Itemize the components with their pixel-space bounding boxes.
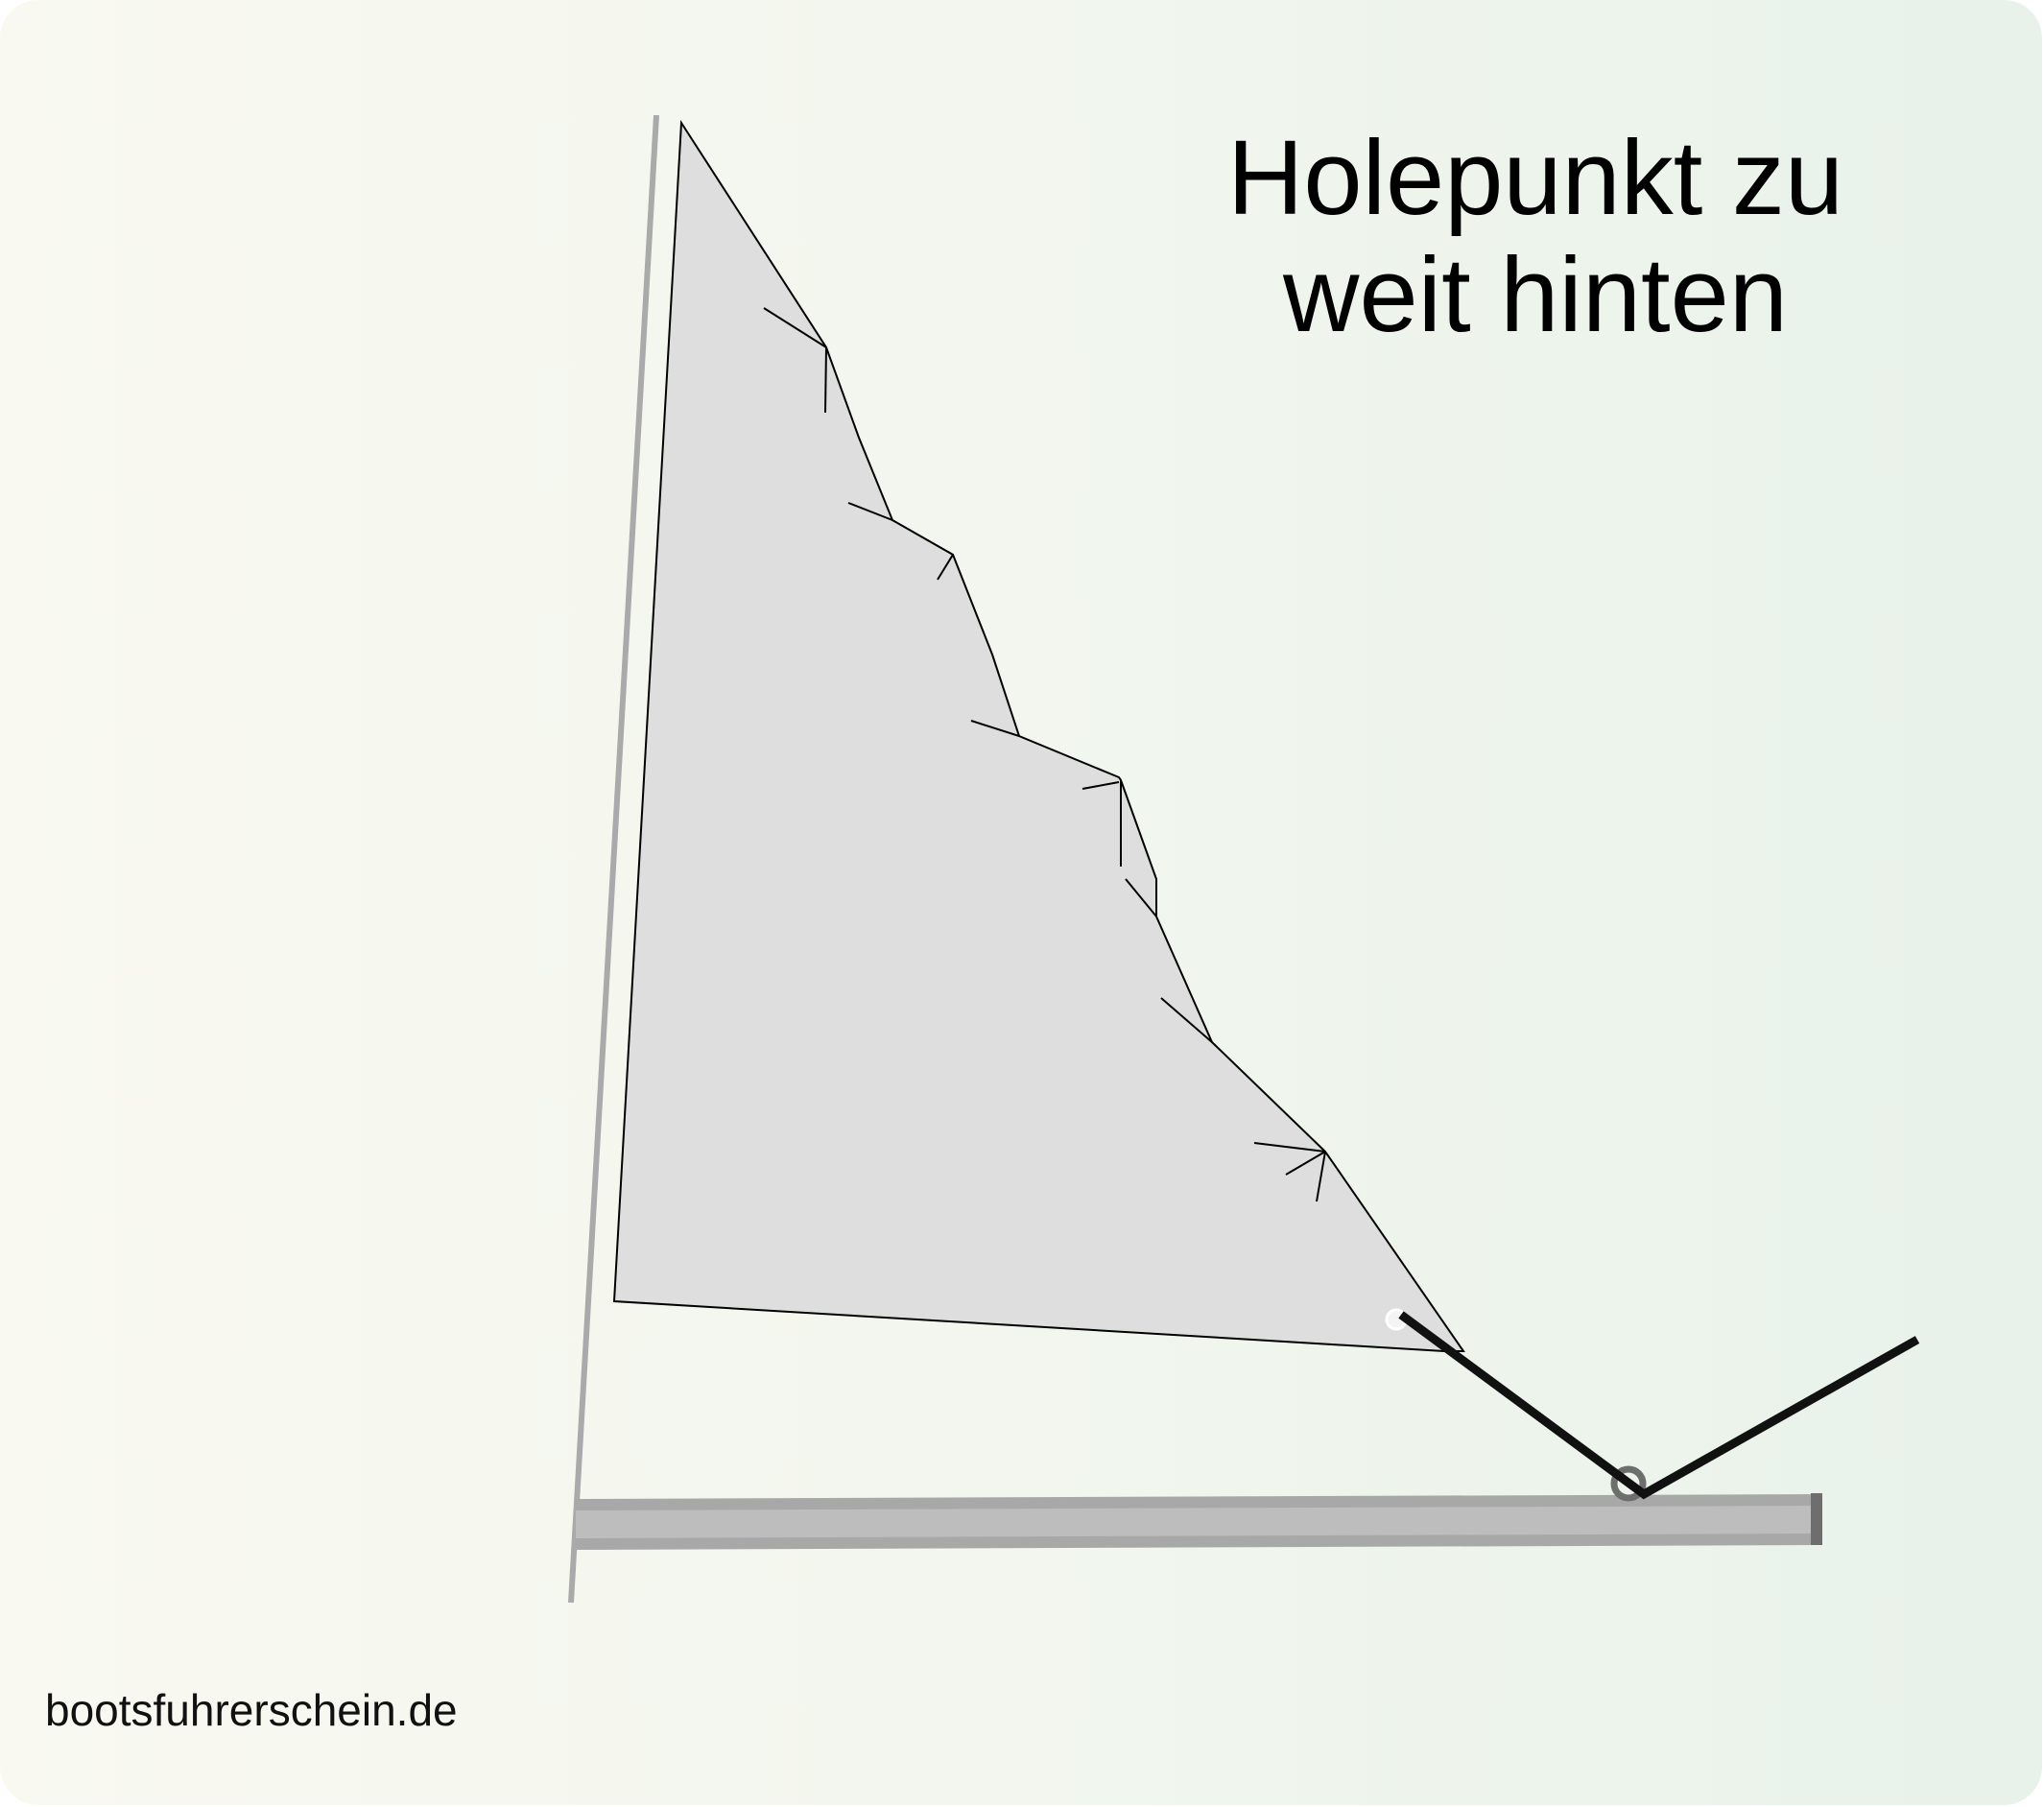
sheet-block (1610, 1465, 1647, 1502)
title-line-2: weit hinten (1283, 236, 1788, 354)
sheet-line (1398, 1311, 1920, 1500)
leech-flutter-marks (763, 307, 1326, 1202)
diagram-title: Holepunkt zu weit hinten (1104, 120, 1967, 354)
site-watermark: bootsfuhrerschein.de (45, 1685, 458, 1735)
mast (568, 114, 659, 1604)
boom (576, 1493, 1822, 1550)
title-line-1: Holepunkt zu (1226, 119, 1844, 237)
